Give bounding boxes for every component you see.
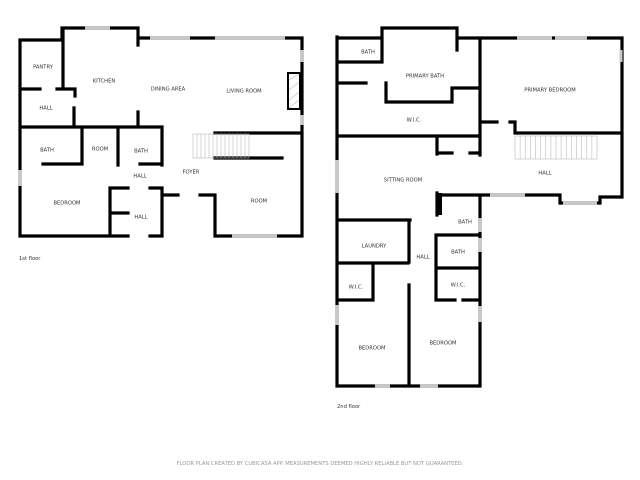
fireplace xyxy=(287,72,301,110)
chimney-block xyxy=(436,193,442,215)
room-label: BEDROOM xyxy=(358,346,385,352)
room-label: PRIMARY BATH xyxy=(406,74,444,80)
room-label: FOYER xyxy=(183,170,200,176)
room-label: BEDROOM xyxy=(53,201,80,207)
room-label: BATH xyxy=(361,50,375,56)
footer-disclaimer: FLOOR PLAN CREATED BY CUBICASA APP. MEAS… xyxy=(177,461,464,467)
room-label: LAUNDRY xyxy=(362,244,388,250)
room-label: LIVING ROOM xyxy=(226,89,261,95)
room-label: W.I.C. xyxy=(349,285,364,291)
room-label: HALL xyxy=(416,255,429,261)
room-label: HALL xyxy=(39,106,52,112)
room-label: ROOM xyxy=(251,199,267,205)
room-label: BATH xyxy=(451,250,465,256)
room-label: SITTING ROOM xyxy=(384,178,422,184)
room-label: PANTRY xyxy=(33,65,54,71)
room-label: DINING AREA xyxy=(151,87,186,93)
second-floor-plan: BATH PRIMARY BATH PRIMARY BEDROOM W.I.C.… xyxy=(335,26,624,410)
room-label: PRIMARY BEDROOM xyxy=(524,88,575,94)
room-label: HALL xyxy=(134,215,147,221)
first-floor-plan: PANTRY KITCHEN DINING AREA LIVING ROOM H… xyxy=(18,26,304,262)
room-label: KITCHEN xyxy=(93,79,116,85)
room-label: ROOM xyxy=(92,147,108,153)
room-label: HALL xyxy=(133,174,146,180)
staircase xyxy=(192,133,250,159)
staircase xyxy=(514,135,598,160)
floor-caption: 1st floor xyxy=(19,256,41,262)
windows xyxy=(335,36,623,388)
room-label: W.I.C. xyxy=(451,283,466,289)
room-label: BATH xyxy=(134,149,148,155)
room-label: BATH xyxy=(40,148,54,154)
room-label: W.I.C. xyxy=(407,118,422,124)
room-label: HALL xyxy=(538,171,551,177)
floor-caption: 2nd floor xyxy=(337,404,361,410)
windows xyxy=(18,26,304,238)
walls xyxy=(335,26,624,388)
room-label: BATH xyxy=(458,220,472,226)
room-label: BEDROOM xyxy=(429,341,456,347)
